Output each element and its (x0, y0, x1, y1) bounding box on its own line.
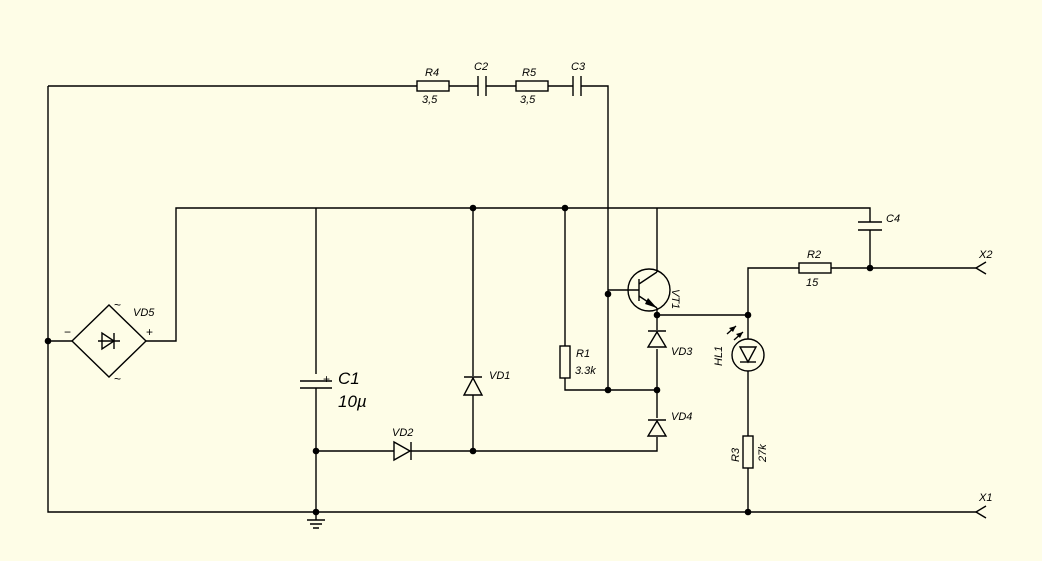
diode-vd4: VD4 (646, 411, 692, 437)
r2-ref: R2 (807, 249, 821, 261)
ground-symbol (307, 519, 325, 529)
c3-ref: C3 (571, 61, 586, 73)
terminal-x2: X2 (975, 249, 992, 275)
c4-ref: C4 (886, 213, 900, 225)
r3-value: 27k (757, 444, 769, 463)
terminal-x1: X1 (975, 492, 992, 519)
wires (47, 85, 976, 520)
capacitor-c3: C3 (571, 61, 586, 96)
vd3-ref: VD3 (671, 346, 693, 358)
vd4-ref: VD4 (671, 411, 692, 423)
capacitor-c4: C4 (858, 213, 900, 231)
vd2-ref: VD2 (392, 427, 413, 439)
junction-dots (44, 204, 874, 516)
r4-ref: R4 (425, 67, 439, 79)
resistor-r2: R2 15 (798, 249, 832, 289)
c1-ref: C1 (338, 369, 360, 388)
r1-ref: R1 (576, 348, 590, 360)
r1-value: 3.3k (575, 365, 596, 377)
vd5-ac-top: ~ (114, 298, 121, 312)
vd5-ref: VD5 (133, 307, 155, 319)
c2-ref: C2 (474, 61, 488, 73)
vd5-minus-sign: − (64, 325, 71, 339)
led-hl1: HL1 (713, 325, 765, 372)
r5-ref: R5 (522, 67, 537, 79)
diode-bridge-vd5: − + ~ ~ VD5 (64, 298, 155, 386)
transistor-vt1: VT1 (627, 268, 681, 312)
resistor-r3: R3 27k (730, 435, 769, 469)
c1-value: 10µ (338, 392, 367, 411)
diode-vd3: VD3 (646, 330, 693, 358)
r5-value: 3,5 (520, 94, 536, 106)
diode-vd2: VD2 (392, 427, 413, 462)
x2-label: X2 (978, 249, 992, 261)
r2-value: 15 (806, 277, 819, 289)
r4-value: 3,5 (422, 94, 438, 106)
diode-vd1: VD1 (462, 370, 510, 396)
hl1-ref: HL1 (713, 346, 725, 366)
r3-ref: R3 (730, 447, 742, 462)
resistor-r1: R1 3.3k (559, 345, 596, 379)
capacitor-c2: C2 (474, 61, 488, 96)
resistor-r5: R5 3,5 (515, 67, 549, 106)
c1-plus-sign: + (323, 372, 330, 386)
vd5-ac-bottom: ~ (114, 372, 121, 386)
x1-label: X1 (978, 492, 992, 504)
resistor-r4: R4 3,5 (416, 67, 450, 106)
capacitor-c1: + C1 10µ (300, 369, 367, 411)
vd5-plus-sign: + (146, 325, 153, 339)
vd1-ref: VD1 (489, 370, 510, 382)
vt1-ref: VT1 (669, 289, 681, 309)
